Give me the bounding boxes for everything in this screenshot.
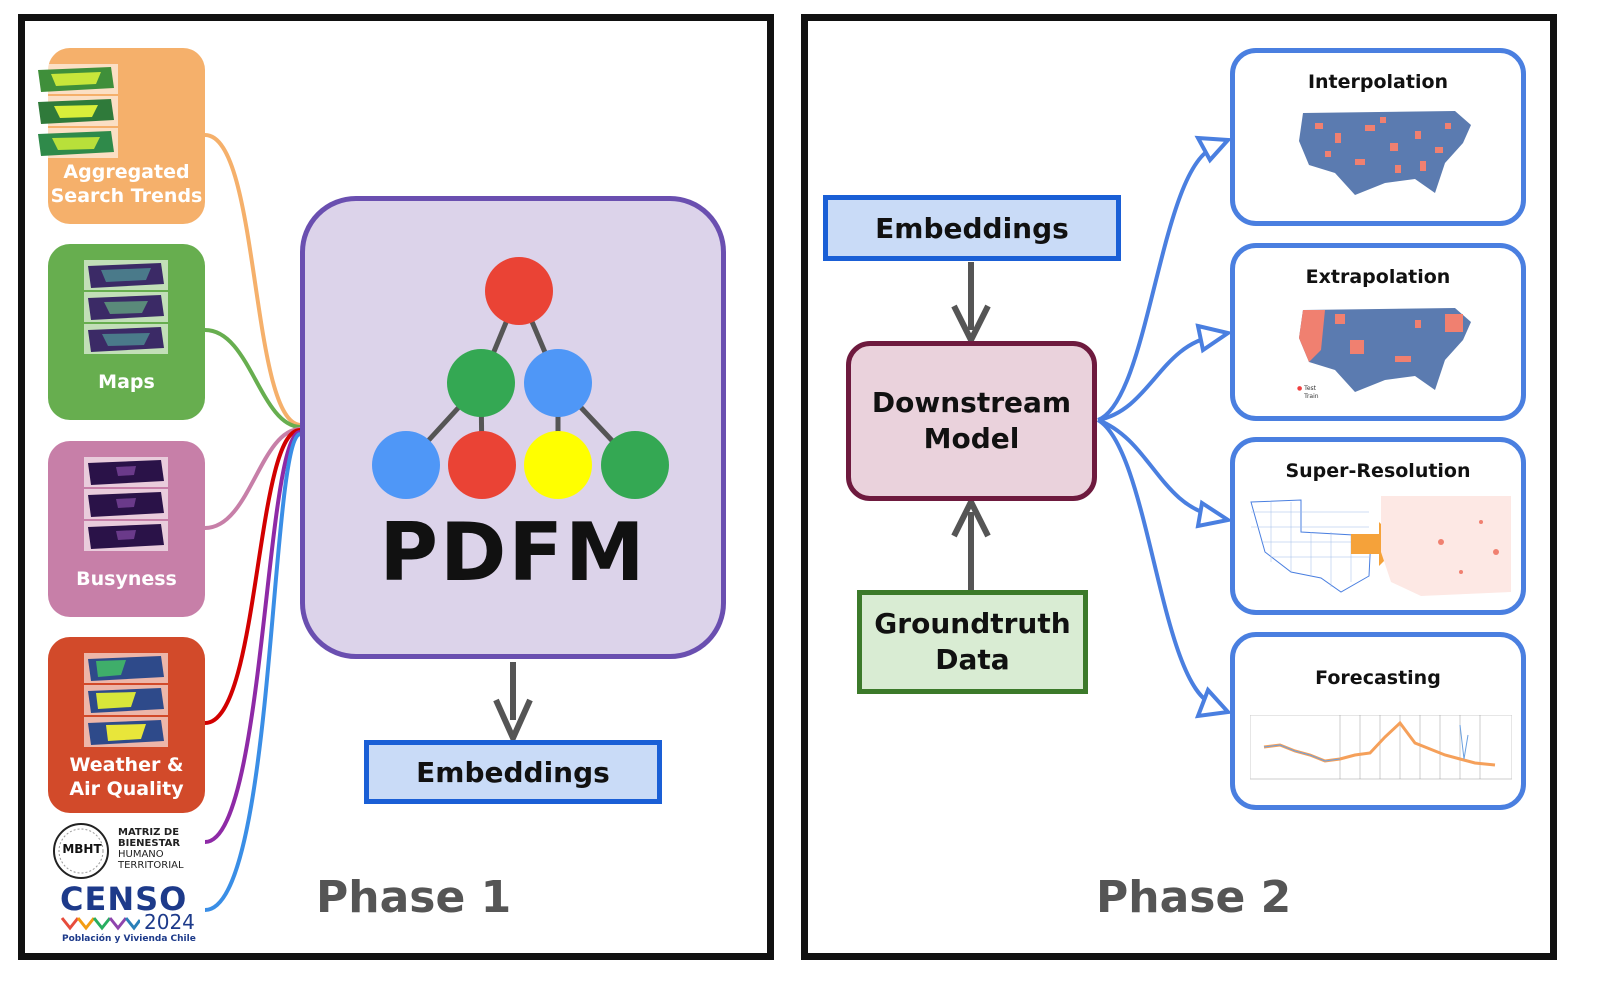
tree-node-blue [524, 349, 592, 417]
tree-node-leaf-red [448, 431, 516, 499]
phase1-label: Phase 1 [316, 872, 512, 923]
mbht-logo: MBHT MATRIZ DE BIENESTAR HUMANO TERRITOR… [52, 822, 212, 880]
maps-label: Maps [98, 371, 155, 393]
groundtruth-label-1: Groundtruth [874, 607, 1071, 640]
tree-node-leaf-yellow [524, 431, 592, 499]
weather-label-1: Weather & [69, 754, 184, 776]
busyness-stack-icon [84, 457, 168, 551]
groundtruth-label-2: Data [935, 643, 1010, 676]
tree-node-root [485, 257, 553, 325]
mbht-badge-icon [53, 823, 109, 879]
tree-node-leaf-blue [372, 431, 440, 499]
interpolation-map-image [1299, 111, 1471, 195]
extrapolation-legend-test: Test [1304, 385, 1316, 392]
forecasting-title: Forecasting [1315, 667, 1441, 689]
tree-node-green [447, 349, 515, 417]
maps-stack-icon [84, 260, 168, 354]
mbht-line-3: HUMANO [118, 849, 164, 860]
censo-logo: CENSO 2024 Población y Vivienda Chile [56, 880, 206, 946]
tree-node-leaf-green [601, 431, 669, 499]
maps-link [204, 328, 301, 429]
phase2-label: Phase 2 [1096, 872, 1292, 923]
mbht-line-4: TERRITORIAL [118, 860, 184, 871]
source-busyness: Busyness [48, 441, 205, 617]
task-forecasting: Forecasting [1230, 632, 1526, 810]
search-trends-stack-icon [34, 64, 118, 158]
model-to-interpolation [1097, 145, 1216, 422]
extrapolation-legend-train: Train [1304, 393, 1319, 400]
censo-subtitle: Población y Vivienda Chile [62, 934, 196, 944]
source-weather: Weather & Air Quality [48, 637, 205, 813]
forecasting-timeseries-image [1250, 715, 1512, 780]
busyness-label: Busyness [76, 568, 177, 590]
extrapolation-map-image [1299, 308, 1471, 392]
downstream-label-1: Downstream [871, 386, 1072, 419]
source-search-trends: Aggregated Search Trends [34, 48, 205, 224]
mbht-line-2: BIENESTAR [118, 838, 181, 849]
source-maps: Maps [48, 244, 205, 420]
groundtruth-box: Groundtruth Data [857, 590, 1088, 694]
search-trends-label-1: Aggregated [63, 161, 190, 183]
search-trends-label-2: Search Trends [50, 185, 203, 207]
search-trends-link [204, 133, 301, 427]
task-interpolation: Interpolation [1230, 48, 1526, 226]
pdfm-model-box: PDFM [300, 196, 726, 659]
pdfm-title: PDFM [379, 506, 647, 599]
model-to-forecasting [1096, 418, 1216, 707]
weather-label-2: Air Quality [69, 778, 184, 800]
weather-stack-icon [84, 653, 168, 747]
task-extrapolation: Extrapolation ● Test ● Train [1230, 243, 1526, 421]
censo-title: CENSO [60, 880, 188, 918]
downstream-label-2: Model [923, 422, 1020, 455]
extrapolation-title: Extrapolation [1305, 266, 1451, 288]
phase1-embeddings-box: Embeddings [364, 740, 662, 804]
weather-link [204, 428, 301, 725]
censo-wave-icon [60, 917, 140, 931]
mbht-link [204, 430, 301, 844]
phase2-embeddings-box: Embeddings [823, 195, 1121, 261]
pdfm-tree-diagram [372, 257, 669, 499]
model-to-extrapolation [1097, 334, 1216, 422]
censo-year: 2024 [144, 910, 195, 934]
censo-link [204, 432, 302, 912]
busyness-link [204, 427, 301, 530]
mbht-badge-text: MBHT [62, 842, 102, 856]
model-to-superres [1097, 418, 1216, 518]
superres-title: Super-Resolution [1285, 460, 1471, 482]
phase1-embeddings-label: Embeddings [416, 755, 610, 789]
superres-map-image [1250, 496, 1511, 596]
phase2-embeddings-label: Embeddings [875, 211, 1069, 245]
mbht-line-1: MATRIZ DE [118, 827, 180, 838]
task-super-resolution: Super-Resolution [1230, 437, 1526, 615]
downstream-model-box: Downstream Model [846, 341, 1097, 501]
interpolation-title: Interpolation [1307, 71, 1449, 93]
